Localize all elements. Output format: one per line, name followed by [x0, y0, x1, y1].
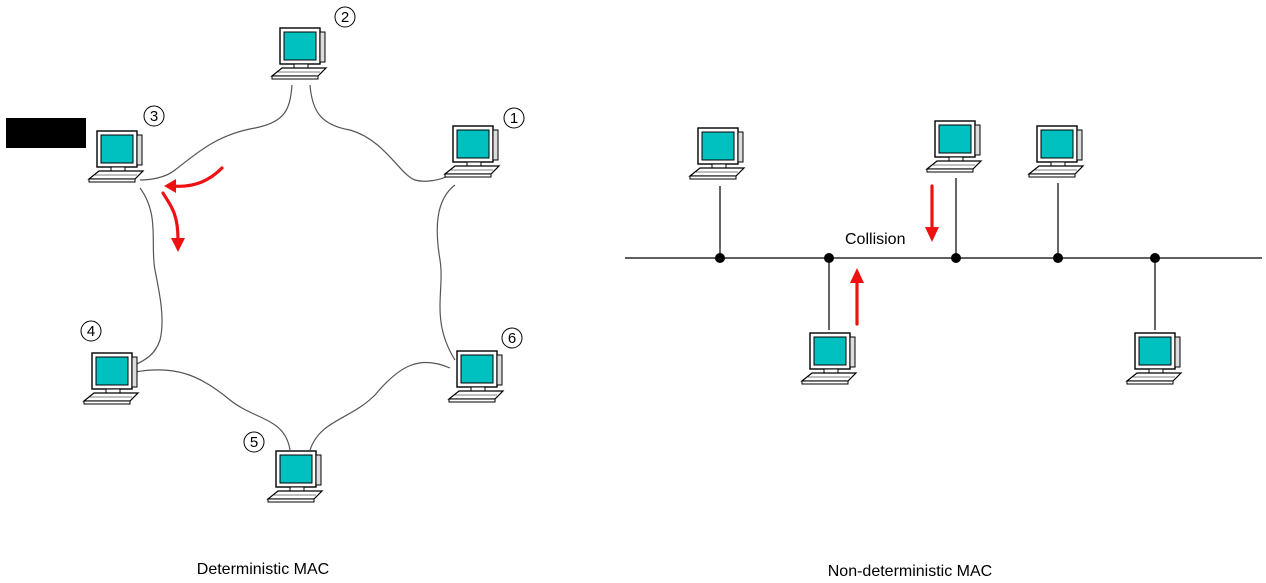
junction-dot-d: [1053, 253, 1063, 263]
computer-icon-bus-a: [689, 127, 745, 180]
arrow-icon-up: [850, 268, 864, 326]
ring-wire-1-6: [436, 184, 456, 361]
computer-icon-4: [83, 352, 139, 405]
arrow-icon-token-out: [161, 191, 185, 252]
computer-icon-bus-e: [1126, 332, 1182, 385]
junction-dot-c: [951, 253, 961, 263]
computer-icon-5: [267, 450, 323, 503]
junction-dot-a: [715, 253, 725, 263]
junction-dot-e: [1150, 253, 1160, 263]
computer-label-2: 2: [341, 9, 349, 26]
collision-label: Collision: [845, 231, 905, 248]
ring-wire-3-2: [139, 84, 293, 181]
computer-icon-6: [448, 350, 504, 403]
label-badge-5: 5: [243, 431, 265, 453]
computer-icon-1: [444, 125, 500, 178]
computer-icon-3: [88, 130, 144, 183]
computer-label-5: 5: [250, 434, 258, 451]
label-badge-2: 2: [334, 6, 356, 28]
junction-dot-b: [824, 253, 834, 263]
computer-icon-2: [271, 27, 327, 80]
label-badge-6: 6: [501, 327, 523, 349]
arrow-icon-down: [925, 184, 939, 242]
computer-icon-bus-d: [1028, 125, 1084, 178]
ring-wire-6-5: [309, 361, 451, 451]
computer-icon-bus-b: [801, 332, 857, 385]
computer-icon-bus-c: [926, 120, 982, 173]
computer-label-6: 6: [508, 330, 516, 347]
arrow-icon-token-in: [164, 166, 224, 193]
computer-label-1: 1: [510, 110, 518, 127]
label-badge-4: 4: [80, 320, 102, 342]
label-badge-3: 3: [143, 105, 165, 127]
ring-wire-2-1: [309, 84, 449, 182]
right-caption: Non-deterministic MAC: [828, 563, 992, 580]
left-caption: Deterministic MAC: [197, 561, 329, 578]
ring-network: [134, 84, 456, 451]
computer-label-3: 3: [150, 108, 158, 125]
computer-label-4: 4: [87, 323, 95, 340]
redaction-box: [6, 118, 86, 148]
ring-wire-3-4: [134, 187, 163, 366]
ring-wire-4-5: [134, 369, 291, 451]
label-badge-1: 1: [503, 107, 525, 129]
